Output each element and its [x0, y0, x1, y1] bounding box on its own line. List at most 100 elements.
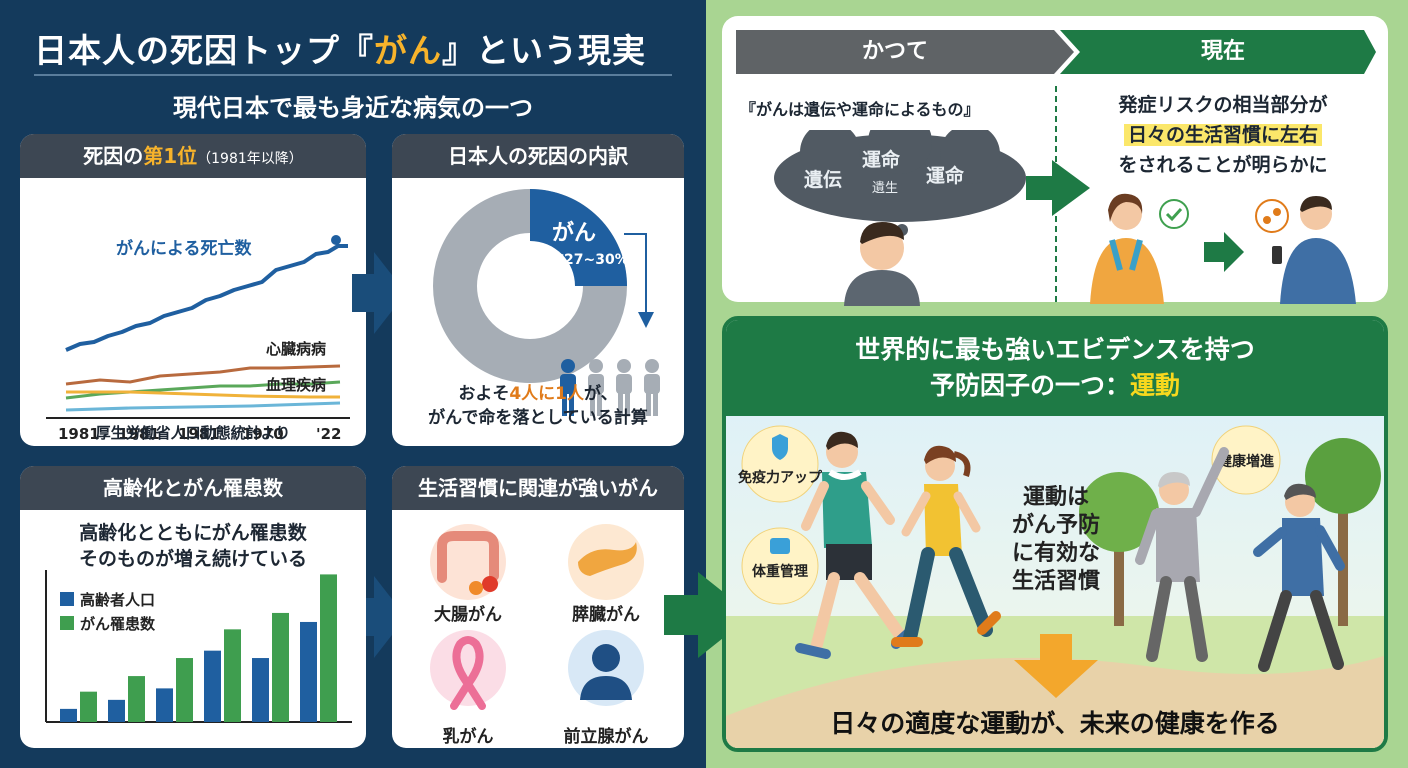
center-text-line: 生活習慣 [1012, 568, 1100, 594]
x-tick: 1981 [118, 425, 160, 443]
x-tick: 1970 [242, 425, 284, 443]
tree-icon [1079, 472, 1159, 626]
legend-cancer: がん罹患数 [80, 615, 156, 633]
arrow-down-icon [1014, 634, 1098, 698]
phone-icon [1272, 246, 1282, 264]
cancer-type-label: 膵臓がん [572, 604, 640, 625]
elderly-stretching [1135, 447, 1229, 662]
lifestyle-cancer-card: 生活習慣に関連が強いがん 大腸がん 膵臓がん 乳がん 前立腺がん [392, 466, 684, 748]
man-silhouette-body [580, 676, 632, 700]
legend-swatch-cancer [60, 616, 74, 630]
man-body [844, 270, 920, 306]
elderly-man-walking [1253, 483, 1345, 672]
legend-elderly: 高齢者人口 [80, 591, 155, 609]
badge-label: 体重管理 [752, 563, 808, 580]
badge-label: 免疫力アップ [738, 469, 823, 486]
x-tick: '22 [316, 425, 341, 443]
ratio-caption: およそ4人に1人が、がんで命を落としている計算 [428, 384, 648, 428]
cancer-series-label: がんによる死亡数 [116, 238, 252, 259]
arrow-right-icon [1026, 160, 1090, 216]
bar-elderly [252, 658, 269, 722]
x-tick: 1981 [178, 425, 220, 443]
male-runner [795, 431, 919, 659]
cancer-slice-label: がん [552, 220, 596, 246]
arrow-down-icon [638, 312, 654, 328]
shield-icon [772, 434, 788, 460]
exercise-scene: 免疫力アップ 体重管理 健康増進 運動は がん予防 に有効な 生活習慣 [726, 416, 1384, 748]
bar-cancer [272, 612, 289, 722]
center-text-line: がん予防 [1012, 512, 1100, 538]
data-source: 厚生労働省人口動態統計より [95, 424, 291, 442]
bar-cancer [80, 691, 97, 722]
weight-badge [741, 527, 819, 605]
cloud-word: 運命 [862, 148, 901, 171]
cloud-word: 遺伝 [804, 168, 842, 191]
other-line-orange [66, 390, 340, 399]
page-title: 日本人の死因トップ『がん』という現実 [34, 31, 646, 70]
cancer-type-label: 前立腺がん [564, 726, 649, 747]
active-people-illustration [1090, 193, 1356, 304]
bar-cancer [224, 629, 241, 722]
card-title: 死因の第1位（1981年以降） [20, 134, 366, 178]
center-text-line: に有効な [1012, 540, 1100, 566]
bar-elderly [300, 621, 317, 722]
arrow-right-icon [664, 572, 752, 658]
death-breakdown-donut: がん 約27~30% [433, 189, 660, 416]
death-breakdown-card: 日本人の死因の内訳 がん 約27~30% およそ4人に1人が、がんで命を落として… [392, 134, 684, 446]
heart-series-label: 心臓病病 [266, 340, 326, 358]
cancer-slice-value: 約27~30% [550, 251, 629, 268]
tab-now-label: 現在 [1200, 39, 1245, 64]
pointer-line [624, 233, 647, 318]
arrow-right-icon [352, 576, 406, 658]
ribbon-icon-bg [430, 630, 506, 706]
tab-then-label: かつて [861, 39, 928, 64]
immunity-badge [741, 425, 819, 503]
cancer-type-label: 乳がん [443, 726, 494, 747]
death-trend-chart: がんによる死亡数 心臓病病 血理疾病 1981 1981 1981 1970 '… [46, 235, 350, 443]
dashed-divider [1055, 86, 1057, 302]
old-belief-quote: 『がんは遺伝や運命によるもの』 [740, 100, 980, 119]
pink-ribbon-icon [450, 636, 486, 710]
cloud-word: 遺生 [872, 181, 898, 196]
health-badge [1211, 425, 1281, 495]
exercise-evidence-card: 世界的に最も強いエビデンスを持つ予防因子の一つ：運動 免疫力アップ 体重管理 健… [722, 316, 1388, 752]
bar-elderly [204, 650, 221, 722]
tomato-icon [482, 576, 498, 592]
card-title: 生活習慣に関連が強いがん [392, 466, 684, 510]
female-runner [891, 445, 1001, 647]
bar-elderly [108, 699, 125, 722]
bar-elderly [156, 688, 173, 722]
other-line-blue [65, 401, 341, 412]
conclusion-text: 日々の適度な運動が、未来の健康を作る [830, 709, 1280, 738]
cancer-type-label: 大腸がん [434, 604, 502, 625]
tree-icon [1305, 438, 1381, 626]
page-subtitle: 現代日本で最も身近な病気の一つ [173, 94, 533, 122]
tab-then [736, 30, 1074, 74]
legend-swatch-elderly [60, 592, 74, 606]
activity-bubble-icon [1255, 199, 1289, 233]
arrow-right-icon [352, 252, 406, 334]
center-text-line: 運動は [1023, 485, 1089, 510]
cancer-slice [530, 189, 627, 286]
then-now-tabs [736, 30, 1376, 74]
badge-label: 健康増進 [1218, 453, 1274, 470]
x-tick: 1981 [58, 425, 100, 443]
cloud-word: 運命 [926, 164, 965, 187]
bar-elderly [60, 708, 77, 722]
death-cause-card: 死因の第1位（1981年以降） がんによる死亡数 心臓病病 血理疾病 1981 … [20, 134, 366, 446]
aging-card: 高齢化とがん罹患数 高齢化とともにがん罹患数そのものが増え続けている 高齢者人口… [20, 466, 366, 748]
new-finding-text: 発症リスクの相当部分が日々の生活習慣に左右をされることが明らかに [1118, 94, 1328, 176]
scale-icon [770, 538, 790, 554]
aging-bar-chart: 高齢者人口 がん罹患数 [45, 570, 352, 723]
man-silhouette-icon [592, 644, 620, 672]
woman-head [1110, 198, 1142, 230]
heart-line [65, 364, 341, 386]
man-body [1280, 238, 1356, 304]
four-people-icon [560, 359, 660, 416]
card-title: 日本人の死因の内訳 [392, 134, 684, 178]
carrot-icon [469, 581, 483, 595]
brain-series-label: 血理疾病 [266, 376, 326, 394]
cancer-line-endpoint [331, 235, 341, 245]
pancreas-icon [578, 542, 637, 576]
title-divider [34, 74, 672, 76]
